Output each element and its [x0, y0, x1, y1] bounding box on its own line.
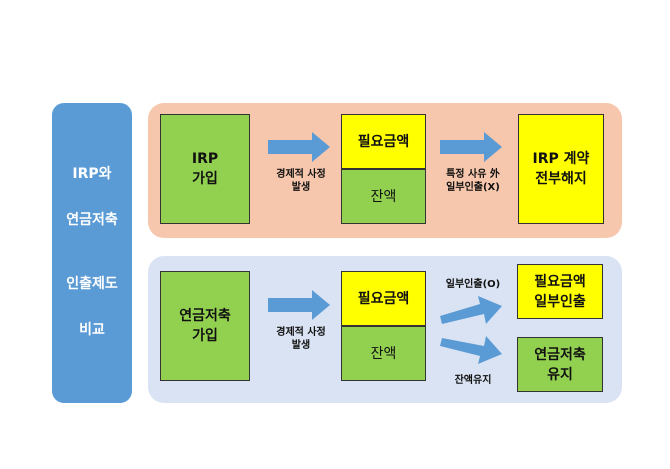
pension-lower-arrow-label: 잔액유지	[454, 375, 492, 386]
pension-balance-box: 잔액	[341, 326, 426, 381]
pension-result-upper-box: 필요금액 일부인출	[517, 264, 603, 319]
pension-arrow-1-label: 경제적 사정 발생	[276, 327, 326, 351]
irp-result-box: IRP 계약 전부해지	[518, 114, 604, 224]
irp-arrow-1-label: 경제적 사정 발생	[276, 169, 326, 193]
irp-required-box: 필요금액	[341, 114, 426, 169]
irp-arrow-2-label: 특정 사유 外 일부인출(X)	[446, 169, 500, 193]
sidebar-line-4: 비교	[79, 322, 105, 338]
pension-start-box: 연금저축 가입	[160, 271, 250, 381]
pension-arrow-1-icon	[268, 290, 330, 320]
irp-start-box: IRP 가입	[160, 114, 250, 224]
sidebar-line-1: IRP와	[72, 166, 112, 182]
pension-upper-arrow-label: 일부인출(O)	[445, 279, 501, 290]
pension-upper-arrow-icon	[440, 296, 502, 324]
irp-arrow-2-icon	[440, 132, 502, 162]
pension-lower-arrow-icon	[440, 336, 502, 364]
pension-result-lower-box: 연금저축 유지	[517, 337, 603, 392]
sidebar-line-3: 인출제도	[66, 276, 118, 292]
pension-required-box: 필요금액	[341, 271, 426, 326]
irp-arrow-1-icon	[268, 132, 330, 162]
comparison-sidebar: IRP와 연금저축 인출제도 비교	[52, 103, 132, 403]
sidebar-line-2: 연금저축	[66, 212, 118, 228]
irp-balance-box: 잔액	[341, 169, 426, 224]
